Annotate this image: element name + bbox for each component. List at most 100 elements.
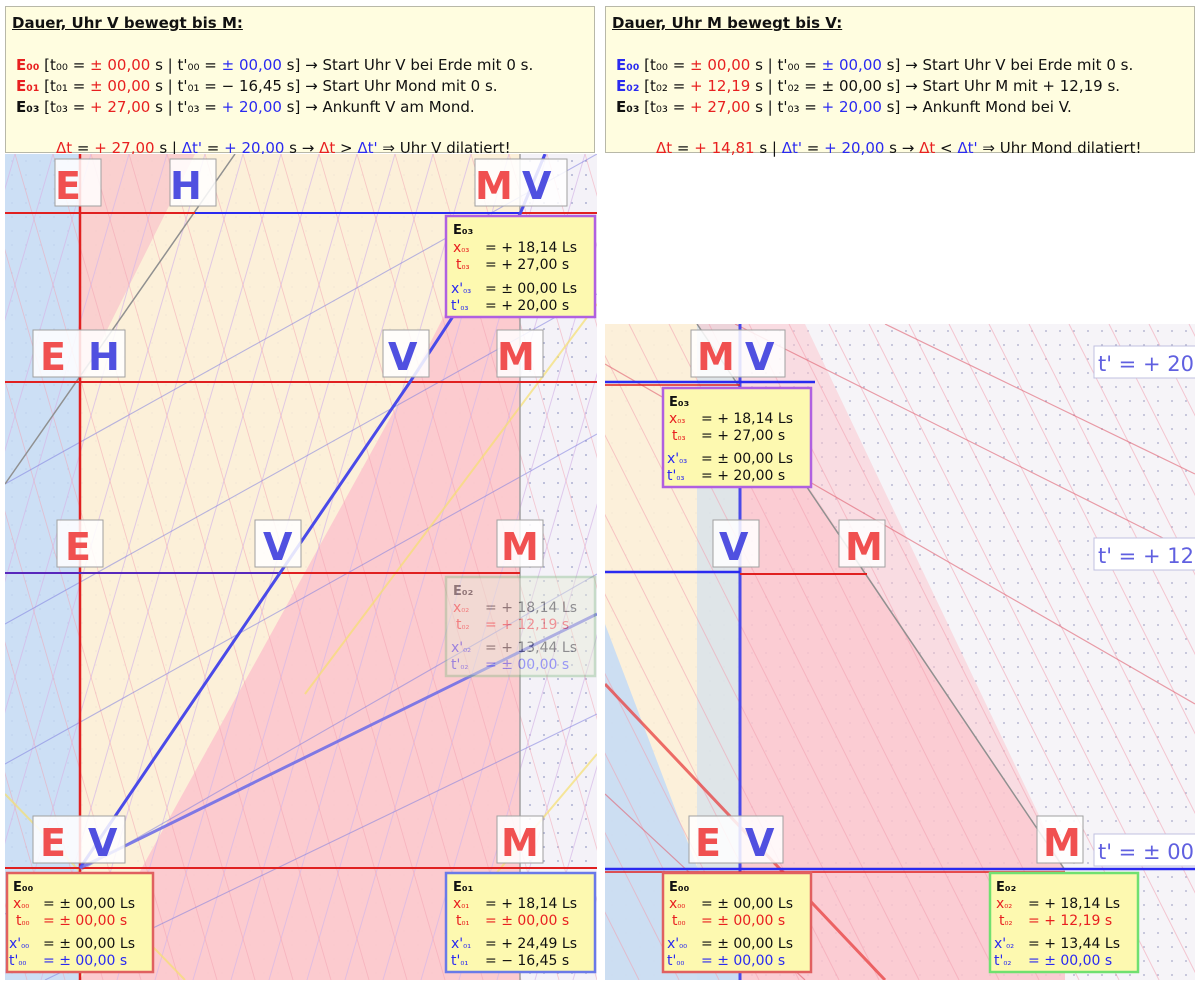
event-name: E₀₃ [616, 98, 640, 116]
marker-tile [382, 329, 430, 378]
marker-tile [838, 519, 886, 568]
svg-text:x₀₃: x₀₃ [669, 411, 685, 427]
event-description: Start Uhr V bei Erde mit 0 s. [322, 56, 534, 74]
event-t-value: + 27,00 [690, 98, 751, 116]
marker-tile [32, 329, 126, 378]
svg-text:= ± 00,00 Ls: = ± 00,00 Ls [43, 896, 135, 912]
right-event-line: E₀₃ [t₀₃ = + 27,00 s | t'₀₃ = + 20,00 s]… [616, 98, 1072, 116]
svg-text:t' = ± 00: t' = ± 00 [1098, 840, 1194, 864]
svg-text:= + 24,49 Ls: = + 24,49 Ls [485, 936, 577, 952]
event-tprime-value: ± 00,00 [821, 77, 882, 95]
grid-line [1028, 324, 1195, 656]
left-event-line: E₀₁ [t₀₁ = ± 00,00 s | t'₀₁ = − 16,45 s]… [16, 77, 498, 95]
marker-letter: M [697, 335, 735, 379]
svg-text:x₀₂: x₀₂ [996, 896, 1012, 912]
marker-letter: E [695, 821, 721, 865]
grid-line [534, 764, 597, 980]
delta-t-symbol: Δt [319, 139, 336, 157]
marker-letter: E [55, 164, 81, 208]
event-tprime-value: ± 00,00 [221, 56, 282, 74]
svg-text:= ± 00,00 s: = ± 00,00 s [485, 913, 569, 929]
tprime-label: t' = + 20 [1093, 345, 1195, 379]
marker-tile [690, 329, 786, 378]
marker-letter: E [40, 821, 66, 865]
svg-text:= ± 00,00 Ls: = ± 00,00 Ls [43, 936, 135, 952]
svg-text:x'₀₂: x'₀₂ [451, 640, 471, 656]
svg-text:x'₀₃: x'₀₃ [451, 281, 471, 297]
event-t-symbol: t₀₃ = [50, 98, 91, 116]
svg-text:x₀₀: x₀₀ [13, 896, 29, 912]
svg-text:= ± 00,00 Ls: = ± 00,00 Ls [701, 896, 793, 912]
grid-line [192, 154, 434, 980]
grid-line [868, 324, 1195, 974]
svg-text:E₀₀: E₀₀ [13, 880, 34, 895]
grid-line [605, 672, 760, 980]
delta-tprime-symbol: Δt' [781, 139, 803, 157]
marker-letter: M [497, 335, 535, 379]
marker-tile [56, 519, 104, 568]
marker-letter: V [745, 821, 775, 865]
grid-line [908, 324, 1195, 894]
right-event-line: E₀₂ [t₀₂ = + 12,19 s | t'₀₂ = ± 00,00 s]… [616, 77, 1121, 95]
svg-text:E₀₂: E₀₂ [996, 880, 1016, 895]
svg-text:= ± 00,00 Ls: = ± 00,00 Ls [701, 936, 793, 952]
event-t-value: + 12,19 [690, 77, 751, 95]
grid-line [605, 831, 680, 980]
marker-tile [54, 158, 102, 207]
svg-text:= ± 00,00 s: = ± 00,00 s [43, 953, 127, 969]
left-event-box-e00: E₀₀ x₀₀ = ± 00,00 Ls t₀₀ = ± 00,00 s x'₀… [5, 871, 155, 974]
grid-line [230, 154, 472, 980]
marker-letter: H [88, 335, 120, 379]
grid-line [605, 354, 920, 980]
delta-tprime-symbol: Δt' [957, 139, 978, 157]
event-t-symbol: t₀₃ = [650, 98, 691, 116]
grid-line [1108, 324, 1195, 497]
svg-text:t'₀₀: t'₀₀ [9, 953, 26, 969]
event-description: Start Uhr Mond mit 0 s. [322, 77, 498, 95]
grid-line [605, 593, 800, 980]
svg-text:E₀₀: E₀₀ [669, 880, 690, 895]
left-header-title: Dauer, Uhr V bewegt bis M: [12, 14, 243, 32]
left-event-box-e02-faded: E₀₂ x₀₂ = + 18,14 Ls t₀₂ = + 12,19 s x'₀… [444, 575, 597, 678]
grid-line [356, 154, 597, 980]
svg-text:= + 20,00 s: = + 20,00 s [485, 298, 569, 314]
svg-text:= + 18,14 Ls: = + 18,14 Ls [485, 600, 577, 616]
event-t-symbol: t₀₀ = [650, 56, 691, 74]
delta-tprime-symbol: Δt' [181, 139, 203, 157]
right-event-box-e00: E₀₀ x₀₀ = ± 00,00 Ls t₀₀ = ± 00,00 s x'₀… [661, 871, 813, 974]
event-tprime-value: + 20,00 [221, 98, 282, 116]
grid-line [52, 154, 294, 980]
grid-line [116, 154, 358, 980]
event-name: E₀₃ [16, 98, 40, 116]
grid-line [948, 324, 1195, 815]
svg-text:E₀₂: E₀₂ [453, 584, 473, 599]
svg-text:E₀₃: E₀₃ [453, 223, 473, 238]
marker-tile [688, 815, 784, 864]
grid-line [128, 154, 370, 980]
grid-line [90, 154, 332, 980]
grid-line [5, 154, 168, 714]
event-description: Start Uhr M mit + 12,19 s. [922, 77, 1121, 95]
svg-text:t'₀₃: t'₀₃ [667, 468, 684, 484]
marker-letter: M [475, 164, 513, 208]
svg-text:= ± 00,00 s: = ± 00,00 s [701, 913, 785, 929]
svg-text:x₀₂: x₀₂ [453, 600, 469, 616]
right-header-title: Dauer, Uhr M bewegt bis V: [612, 14, 843, 32]
grid-line [14, 154, 256, 980]
svg-text:= ± 00,00 s: = ± 00,00 s [485, 657, 569, 673]
svg-text:t₀₀: t₀₀ [16, 913, 30, 929]
svg-text:t'₀₂: t'₀₂ [994, 953, 1011, 969]
svg-text:t₀₂: t₀₂ [999, 913, 1013, 929]
svg-text:x'₀₀: x'₀₀ [667, 936, 687, 952]
event-description: Ankunft Mond bei V. [922, 98, 1072, 116]
marker-letter: V [263, 525, 293, 569]
right-event-box-e02: E₀₂ x₀₂ = + 18,14 Ls t₀₂ = + 12,19 s x'₀… [988, 871, 1140, 974]
event-tprime-value: − 16,45 [221, 77, 282, 95]
svg-text:= + 18,14 Ls: = + 18,14 Ls [485, 240, 577, 256]
marker-letter: M [501, 821, 539, 865]
marker-tile [712, 519, 760, 568]
svg-text:= + 18,14 Ls: = + 18,14 Ls [485, 896, 577, 912]
svg-text:t' = + 12: t' = + 12 [1098, 544, 1194, 568]
svg-text:= ± 00,00 Ls: = ± 00,00 Ls [701, 451, 793, 467]
right-event-box-e03: E₀₃ x₀₃ = + 18,14 Ls t₀₃ = + 27,00 s x'₀… [661, 386, 813, 489]
